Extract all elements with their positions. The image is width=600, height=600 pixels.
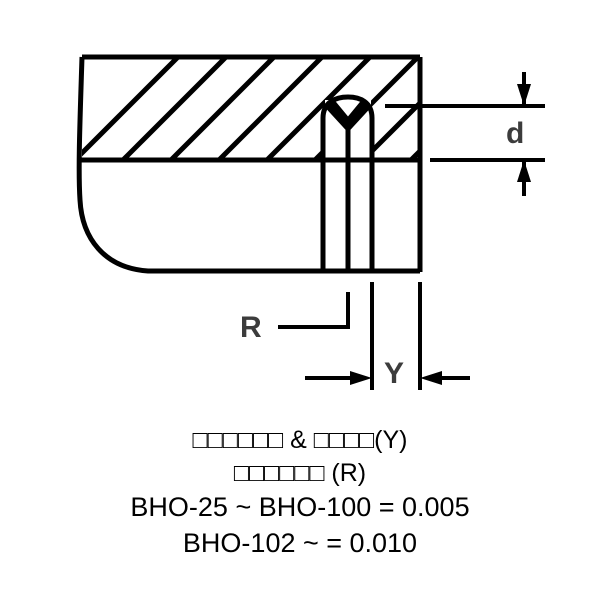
dimension-label-R: R [240,311,262,344]
dimension-d-group [385,72,545,196]
d-arrow-up [517,160,531,182]
section-hatching [82,57,420,160]
caption-line-4: BHO-102 ~ = 0.010 [182,527,418,558]
R-leader-line [278,292,350,329]
dimension-label-Y: Y [384,357,405,390]
dimension-Y-group [305,282,470,390]
dimension-label-d: d [506,117,525,150]
caption-line-3: BHO-25 ~ BHO-100 = 0.005 [130,492,470,522]
caption-block: □□□□□□ & □□□□(Y) □□□□□□ (R) BHO-25 ~ BHO… [0,424,600,561]
d-arrow-down [517,84,531,106]
groove-group [320,94,375,272]
Y-arrow-right [350,371,372,385]
caption-line-2: □□□□□□ (R) [233,459,367,487]
groove-wall-outline [320,94,375,272]
caption-line-1: □□□□□□ & □□□□(Y) [192,426,408,454]
Y-arrow-left [420,371,442,385]
part-left-and-bottom-edge [76,56,420,274]
leader-R-group [278,292,350,329]
